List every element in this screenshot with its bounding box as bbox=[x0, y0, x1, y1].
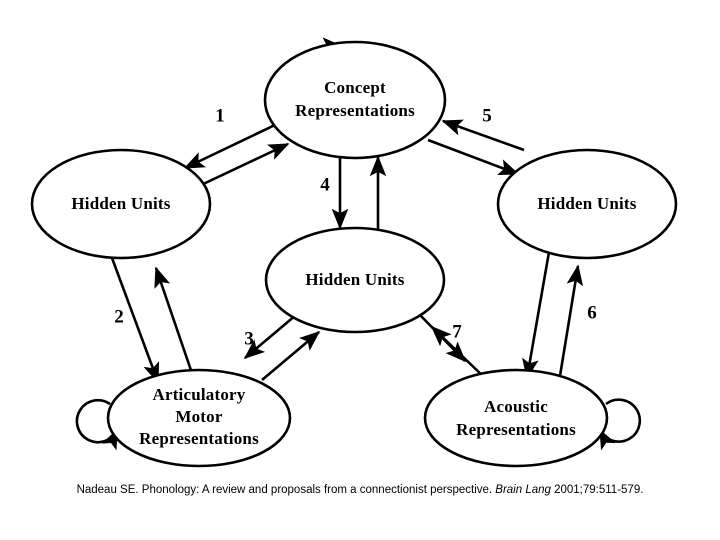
connection-2-arrow-a bbox=[110, 257, 160, 384]
connection-7-label: 7 bbox=[452, 321, 462, 342]
node-hidden-units-center-shape[interactable] bbox=[264, 226, 446, 334]
connection-6-arrow-a bbox=[522, 251, 551, 380]
connection-6-arrow-b bbox=[557, 264, 584, 383]
node-hidden-units-left[interactable]: Hidden Units bbox=[30, 148, 212, 260]
figure-caption: Nadeau SE. Phonology: A review and propo… bbox=[0, 484, 720, 496]
connection-2-arrow-b bbox=[154, 266, 197, 383]
node-hidden-units-center[interactable]: Hidden Units bbox=[264, 226, 446, 334]
connection-1-arrow-b bbox=[198, 142, 290, 188]
self-loop-acoustic bbox=[598, 398, 642, 451]
node-articulatory-motor-representations-label-line1: Articulatory bbox=[152, 385, 245, 404]
node-acoustic-representations-label-line1: Acoustic bbox=[484, 397, 548, 416]
node-concept-representations-label-line1: Concept bbox=[324, 78, 386, 97]
connection-7-arrow-b bbox=[430, 325, 487, 380]
connection-2: 2 bbox=[110, 257, 197, 384]
connection-3-label: 3 bbox=[244, 328, 254, 349]
self-loop-articulatory bbox=[75, 398, 119, 451]
connection-6: 6 bbox=[522, 251, 597, 383]
connection-5-arrow-a bbox=[441, 119, 525, 152]
connection-7: 7 bbox=[418, 313, 487, 380]
connection-5-arrow-b bbox=[427, 138, 520, 176]
node-acoustic-representations[interactable]: Acoustic Representations bbox=[423, 368, 609, 468]
node-concept-representations-shape[interactable] bbox=[263, 40, 447, 160]
node-concept-representations[interactable]: Concept Representations bbox=[263, 40, 447, 160]
connection-1-label: 1 bbox=[215, 105, 225, 126]
node-hidden-units-center-label: Hidden Units bbox=[305, 270, 404, 289]
connection-3: 3 bbox=[243, 314, 321, 381]
connection-4: 4 bbox=[320, 155, 387, 231]
node-hidden-units-right[interactable]: Hidden Units bbox=[496, 148, 678, 260]
connection-2-label: 2 bbox=[114, 306, 124, 327]
node-hidden-units-left-label: Hidden Units bbox=[71, 194, 170, 213]
connection-3-arrow-b bbox=[261, 330, 321, 381]
node-acoustic-representations-shape[interactable] bbox=[423, 368, 609, 468]
node-hidden-units-right-shape[interactable] bbox=[496, 148, 678, 260]
node-articulatory-motor-representations[interactable]: Articulatory Motor Representations bbox=[106, 368, 292, 468]
node-articulatory-motor-representations-shape[interactable] bbox=[106, 368, 292, 468]
caption-text-part1: Nadeau SE. Phonology: A review and propo… bbox=[76, 484, 496, 496]
connection-4-label: 4 bbox=[320, 174, 330, 195]
connection-6-label: 6 bbox=[587, 302, 597, 323]
self-loop-acoustic-path bbox=[598, 398, 642, 451]
connection-5-label: 5 bbox=[482, 105, 492, 126]
caption-text-part2: 2001;79:511-579. bbox=[550, 484, 644, 496]
connection-3-arrow-a bbox=[243, 314, 297, 360]
node-acoustic-representations-label-line2: Representations bbox=[456, 420, 576, 439]
caption-journal-name: Brain Lang bbox=[495, 484, 551, 496]
connection-1-arrow-a bbox=[183, 122, 278, 170]
self-loop-articulatory-path bbox=[75, 398, 119, 451]
node-hidden-units-right-label: Hidden Units bbox=[537, 194, 636, 213]
node-articulatory-motor-representations-label-line3: Representations bbox=[139, 429, 259, 448]
node-hidden-units-left-shape[interactable] bbox=[30, 148, 212, 260]
node-concept-representations-label-line2: Representations bbox=[295, 101, 415, 120]
node-articulatory-motor-representations-label-line2: Motor bbox=[175, 407, 223, 426]
connection-1: 1 bbox=[183, 105, 290, 188]
connection-5: 5 bbox=[427, 105, 525, 176]
